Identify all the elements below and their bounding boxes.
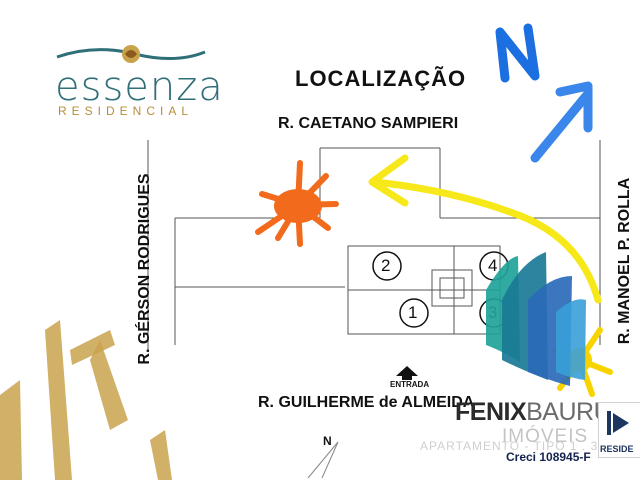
watermark-brand-light: BAURU xyxy=(526,398,612,426)
logo-swoosh xyxy=(56,45,206,63)
logo-wordmark: essenza xyxy=(55,64,224,110)
watermark-subtitle: IMÓVEIS xyxy=(502,426,589,447)
street-label-bottom: R. GUILHERME de ALMEIDA xyxy=(258,394,475,411)
watermark-brand: FENIXBAURU xyxy=(455,398,612,427)
apartment-label: APARTAMENTO - TIPO 1 . 3M xyxy=(420,439,610,453)
street-label-top: R. CAETANO SAMPIERI xyxy=(278,115,459,132)
badge-icon xyxy=(607,411,629,435)
unit-2-label: 2 xyxy=(381,256,391,275)
unit-1-label: 1 xyxy=(408,303,418,322)
residencial-badge xyxy=(598,402,640,458)
north-label: N xyxy=(323,434,332,448)
creci-label: Creci 108945-F xyxy=(506,450,591,464)
unit-4-label: 4 xyxy=(488,256,498,275)
north-arrow-icon xyxy=(307,441,339,479)
watermark-brand-bold: FENIX xyxy=(455,398,527,426)
logo-subtitle: RESIDENCIAL xyxy=(58,104,194,118)
entrance-arrow-icon xyxy=(396,366,418,380)
page-title: LOCALIZAÇÃO xyxy=(295,66,467,91)
entrance-label: ENTRADA xyxy=(390,380,430,389)
badge-label: RESIDE xyxy=(600,444,634,454)
